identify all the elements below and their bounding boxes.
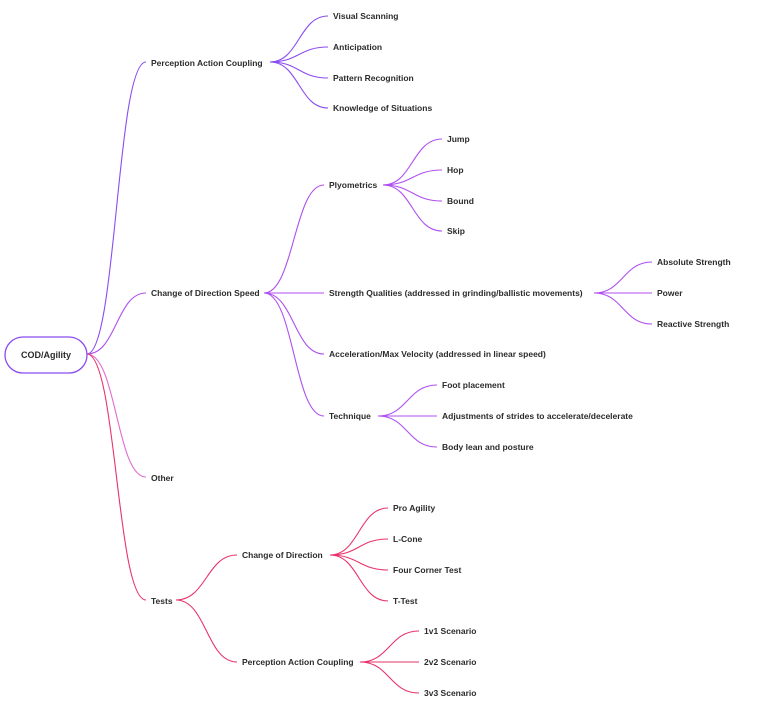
node-jump[interactable]: Jump xyxy=(447,134,470,144)
node-acceleration-max-velocity[interactable]: Acceleration/Max Velocity (addressed in … xyxy=(329,349,546,359)
node-3v3-scenario[interactable]: 3v3 Scenario xyxy=(424,688,476,698)
node-strength-qualities[interactable]: Strength Qualities (addressed in grindin… xyxy=(329,288,583,298)
node-t-test[interactable]: T-Test xyxy=(393,596,418,606)
edge-technique-child-0 xyxy=(377,384,438,417)
node-anticipation[interactable]: Anticipation xyxy=(333,42,382,52)
edge-plyo-child-2 xyxy=(382,184,443,202)
edge-technique-child-2 xyxy=(377,415,438,448)
node-power[interactable]: Power xyxy=(657,288,683,298)
edge-pac-child-1 xyxy=(269,46,329,63)
edge-testcod-child-0 xyxy=(329,507,389,556)
root-node[interactable]: COD/Agility xyxy=(4,336,88,374)
edge-strength-child-2 xyxy=(593,292,653,325)
node-four-corner-test[interactable]: Four Corner Test xyxy=(393,565,461,575)
node-technique[interactable]: Technique xyxy=(329,411,371,421)
node-pattern-recognition[interactable]: Pattern Recognition xyxy=(333,73,414,83)
node-l-cone[interactable]: L-Cone xyxy=(393,534,423,544)
edge-root-pac xyxy=(86,61,147,355)
edge-plyo-child-1 xyxy=(382,169,443,186)
node-tests[interactable]: Tests xyxy=(151,596,173,606)
node-other[interactable]: Other xyxy=(151,473,174,483)
edge-testcod-child-3 xyxy=(329,554,389,602)
root-node-label: COD/Agility xyxy=(21,350,71,360)
edge-testcod-child-1 xyxy=(329,538,389,556)
node-bound[interactable]: Bound xyxy=(447,196,474,206)
node-perception-action-coupling[interactable]: Perception Action Coupling xyxy=(151,58,263,68)
edge-root-tests xyxy=(86,353,147,601)
node-skip[interactable]: Skip xyxy=(447,226,465,236)
node-foot-placement[interactable]: Foot placement xyxy=(442,380,505,390)
edge-pac-child-3 xyxy=(269,61,329,109)
edge-cods-child-2 xyxy=(263,292,325,355)
node-hop[interactable]: Hop xyxy=(447,165,464,175)
node-absolute-strength[interactable]: Absolute Strength xyxy=(657,257,731,267)
edge-tests-pac xyxy=(175,599,238,663)
node-2v2-scenario[interactable]: 2v2 Scenario xyxy=(424,657,476,667)
node-visual-scanning[interactable]: Visual Scanning xyxy=(333,11,399,21)
node-reactive-strength[interactable]: Reactive Strength xyxy=(657,319,729,329)
edges xyxy=(86,15,653,694)
node-tests-change-of-direction[interactable]: Change of Direction xyxy=(242,550,323,560)
edge-tests-cod xyxy=(175,554,238,601)
node-knowledge-of-situations[interactable]: Knowledge of Situations xyxy=(333,103,432,113)
edge-pac-child-0 xyxy=(269,15,329,63)
edge-root-other xyxy=(86,353,147,478)
node-tests-perception-action-coupling[interactable]: Perception Action Coupling xyxy=(242,657,354,667)
edge-cods-child-3 xyxy=(263,292,325,417)
node-change-of-direction-speed[interactable]: Change of Direction Speed xyxy=(151,288,260,298)
edge-cods-child-0 xyxy=(263,184,325,294)
root-node-box xyxy=(4,336,88,374)
node-plyometrics[interactable]: Plyometrics xyxy=(329,180,377,190)
edge-root-cods xyxy=(86,292,147,355)
node-body-lean-and-posture[interactable]: Body lean and posture xyxy=(442,442,534,452)
edge-testcod-child-2 xyxy=(329,554,389,571)
node-adjustments-of-strides[interactable]: Adjustments of strides to accelerate/dec… xyxy=(442,411,633,421)
edge-strength-child-0 xyxy=(593,261,653,294)
edge-plyo-child-0 xyxy=(382,138,443,186)
edge-testpac-child-0 xyxy=(359,630,420,663)
edge-plyo-child-3 xyxy=(382,184,443,232)
node-pro-agility[interactable]: Pro Agility xyxy=(393,503,435,513)
edge-pac-child-2 xyxy=(269,61,329,79)
edge-testpac-child-2 xyxy=(359,661,420,694)
node-1v1-scenario[interactable]: 1v1 Scenario xyxy=(424,626,476,636)
